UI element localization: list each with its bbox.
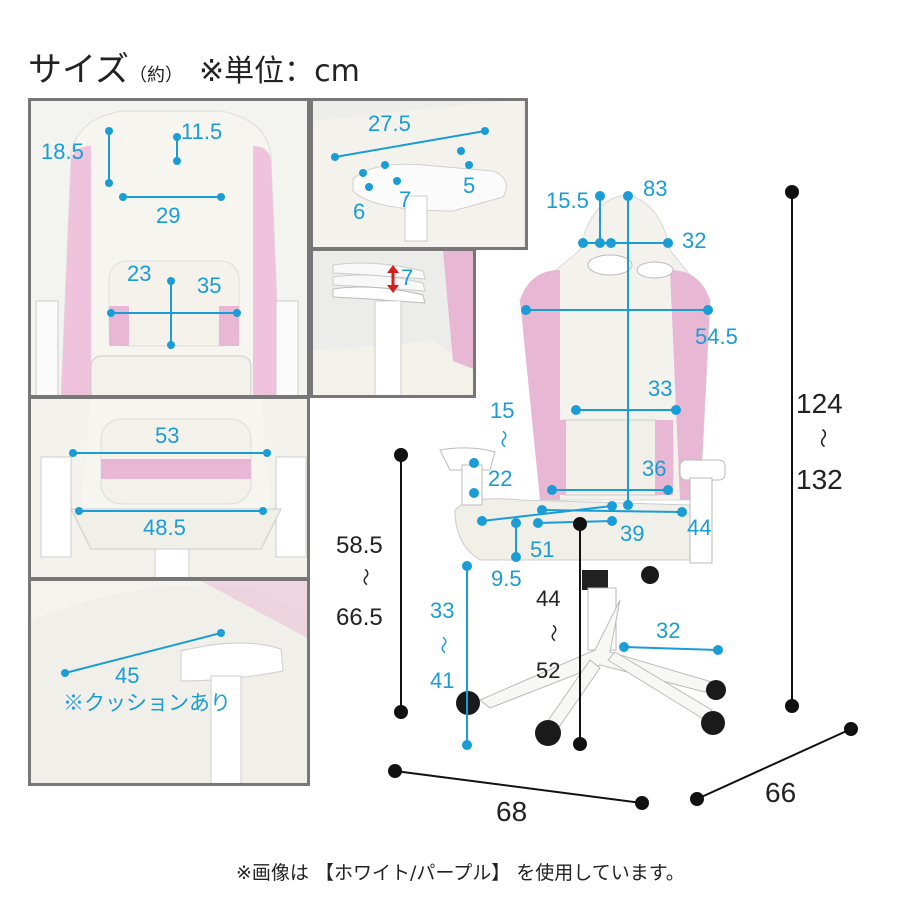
dim-label: 51	[530, 537, 555, 562]
dim-label: 36	[642, 456, 667, 481]
panel-armrest-top: 27.5 6 7 5	[310, 98, 528, 250]
panel-seat-lumbar: 53 48.5	[28, 396, 310, 580]
cushion-note: ※クッションあり	[63, 692, 231, 715]
tilde-sep: 〜	[493, 430, 513, 448]
panel-backrest-front: 18.5 11.5 29 23 35	[28, 98, 310, 398]
footer-note: ※画像は 【ホワイト/パープル】 を使用しています。	[236, 862, 685, 884]
dim-label: 11.5	[181, 119, 223, 144]
title-unit: ※単位：cm	[198, 54, 360, 89]
dim-label: 41	[430, 668, 455, 693]
tilde-sep: 〜	[433, 636, 453, 654]
panel-armrest-height: 7	[310, 248, 476, 398]
arm-height-max: 66.5	[336, 604, 383, 631]
seat-lumbar-illustration	[31, 399, 307, 577]
total-height-max: 132	[796, 464, 843, 495]
title-main: サイズ	[28, 50, 129, 90]
dim-label: 54.5	[695, 324, 738, 349]
seat-height-min: 44	[536, 586, 561, 611]
dim-label: 45	[115, 663, 140, 688]
panel-seat-depth: 45 ※クッションあり	[28, 578, 310, 786]
total-height-min: 124	[796, 388, 843, 419]
dim-label: 9.5	[491, 566, 522, 591]
seat-depth-illustration	[31, 581, 307, 783]
dim-label: 48.5	[143, 515, 186, 540]
seat-height-max: 52	[536, 658, 561, 683]
dim-label: 22	[488, 466, 513, 491]
title-approx: （約）	[128, 65, 183, 86]
dim-label: 15	[490, 398, 515, 423]
dim-label: 7	[399, 187, 412, 212]
dim-label: 35	[197, 273, 222, 298]
dim-label: 83	[643, 176, 668, 201]
dim-label: 27.5	[368, 111, 411, 136]
dim-label: 33	[430, 598, 455, 623]
dim-label: 32	[656, 618, 681, 643]
dim-label: 5	[463, 173, 476, 198]
tilde-sep: 〜	[811, 428, 833, 448]
tilde-sep: 〜	[543, 624, 563, 642]
dim-label: 32	[682, 228, 707, 253]
dim-label: 33	[648, 376, 673, 401]
dim-label: 39	[620, 521, 645, 546]
depth-label: 66	[765, 777, 797, 808]
backrest-front-illustration	[35, 110, 299, 395]
armrest-top-illustration	[313, 101, 525, 247]
dim-label: 29	[156, 203, 181, 228]
arm-height-min: 58.5	[336, 532, 383, 559]
page-title: サイズ（約） ※単位：cm	[28, 42, 360, 91]
armrest-height-illustration	[313, 251, 473, 395]
dim-label: 18.5	[41, 139, 84, 164]
dim-label: 6	[353, 199, 366, 224]
dim-label: 44	[687, 515, 712, 540]
dim-label: 7	[401, 265, 414, 290]
tilde-sep: 〜	[355, 568, 375, 586]
dim-label: 15.5	[546, 188, 589, 213]
dim-label: 53	[155, 423, 180, 448]
dim-label: 23	[127, 261, 152, 286]
width-label: 68	[496, 796, 528, 827]
